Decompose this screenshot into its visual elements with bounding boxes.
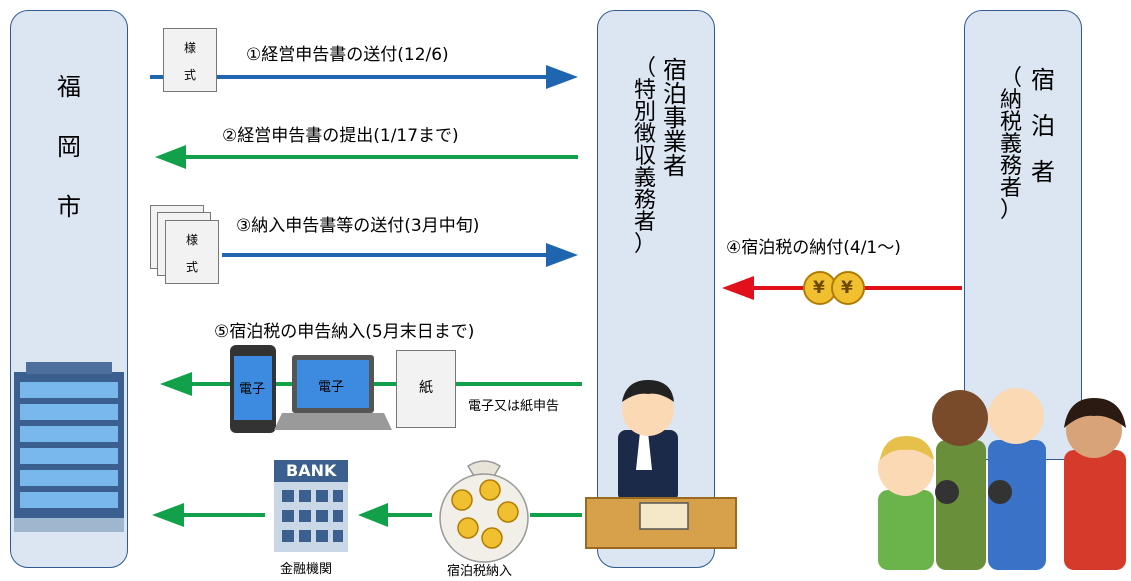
smartphone-icon: [230, 345, 276, 433]
money-bag-label: 宿泊税納入: [447, 564, 513, 579]
smartphone-label: 電子: [239, 382, 266, 397]
laptop-label: 電子: [318, 380, 345, 395]
tourists-illustration: [878, 388, 1126, 570]
city-name: 福 岡 市: [57, 73, 81, 221]
hotel-staff-illustration: [585, 380, 737, 549]
guest-subtitle: （納税義務者）: [999, 66, 1022, 223]
step1-label: ①経営申告書の送付(12/6): [246, 45, 449, 65]
bank-arrows: [152, 503, 582, 527]
coin-yen-2: ¥: [841, 278, 853, 298]
form-document-icon: 様 式: [163, 28, 217, 92]
office-building-icon: [14, 362, 124, 532]
coin-pair-icon: [803, 271, 865, 305]
electronic-or-paper-label: 電子又は紙申告: [468, 399, 560, 414]
paper-document-icon: 紙: [396, 350, 456, 428]
money-bag-icon: [439, 460, 529, 563]
step5-label: ⑤宿泊税の申告納入(5月末日まで): [214, 322, 475, 342]
bank-label: 金融機関: [280, 562, 333, 577]
operator-subtitle: （特別徴収義務者）: [633, 56, 656, 257]
step4-label: ④宿泊税の納付(4/1～): [726, 238, 901, 258]
step2-label: ②経営申告書の提出(1/17まで): [222, 126, 459, 146]
step3-label: ③納入申告書等の送付(3月中旬): [236, 216, 480, 236]
guest-title: 宿 泊 者: [1031, 66, 1055, 186]
bank-sign: BANK: [286, 461, 337, 480]
bank-building-icon: [274, 460, 348, 552]
laptop-icon: [274, 355, 392, 430]
operator-title: 宿泊事業者: [663, 56, 687, 180]
step2-arrow: [155, 145, 578, 169]
coin-yen-1: ¥: [813, 278, 825, 298]
step3-arrow: [222, 243, 578, 267]
form-document-stack-icon: 様 式: [165, 220, 219, 284]
